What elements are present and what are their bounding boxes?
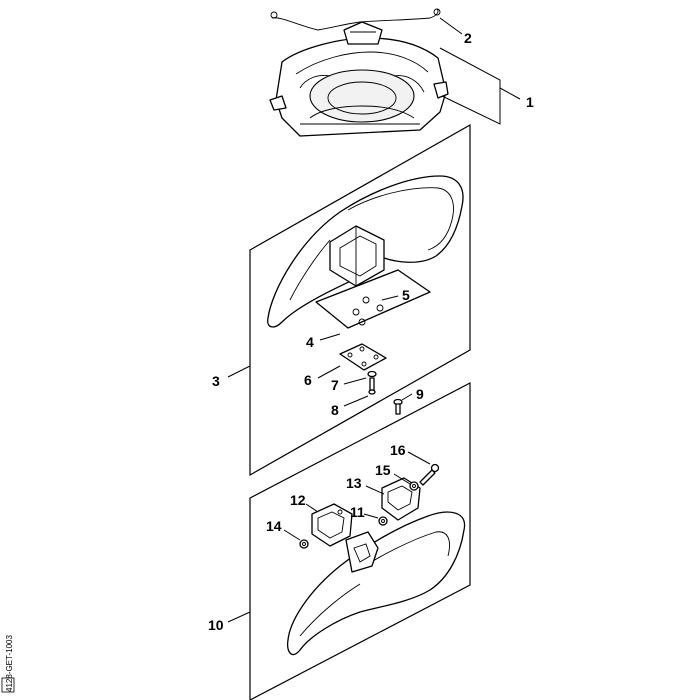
callout-13: 13 <box>346 475 362 491</box>
part-4-gasket <box>315 269 431 329</box>
callout-6: 6 <box>304 372 312 388</box>
callout-9: 9 <box>416 386 424 402</box>
callout-14: 14 <box>266 518 282 534</box>
callout-5: 5 <box>402 287 410 303</box>
callout-15: 15 <box>375 462 391 478</box>
callout-3: 3 <box>212 373 220 389</box>
callout-7: 7 <box>331 377 339 393</box>
part-5-holes <box>352 296 384 326</box>
part-2-spring-wire <box>271 8 439 31</box>
callout-2: 2 <box>464 30 472 46</box>
callout-12: 12 <box>290 492 306 508</box>
part-16-screw <box>419 463 440 486</box>
part-14-nut <box>299 539 309 549</box>
part-11-nut <box>378 516 388 526</box>
callout-4: 4 <box>306 334 314 350</box>
part-10-lower-shield <box>286 511 466 656</box>
part-12-bracket <box>311 503 353 547</box>
part-15-washer <box>409 481 419 491</box>
part-6-plate <box>339 343 387 371</box>
drawing-code-box <box>1 677 15 693</box>
callout-11: 11 <box>350 504 365 520</box>
part-9-screw <box>393 398 403 415</box>
callout-16: 16 <box>390 442 406 458</box>
callout-1: 1 <box>526 94 534 110</box>
leader-lines <box>227 17 521 623</box>
part-7-8-screw <box>367 370 377 395</box>
callout-8: 8 <box>331 402 339 418</box>
callout-10: 10 <box>208 617 224 633</box>
part-3-upper-shield <box>267 175 464 328</box>
part-1-deflector-base <box>269 8 449 137</box>
drawing-code: 4128-GET-1003 <box>5 635 14 692</box>
